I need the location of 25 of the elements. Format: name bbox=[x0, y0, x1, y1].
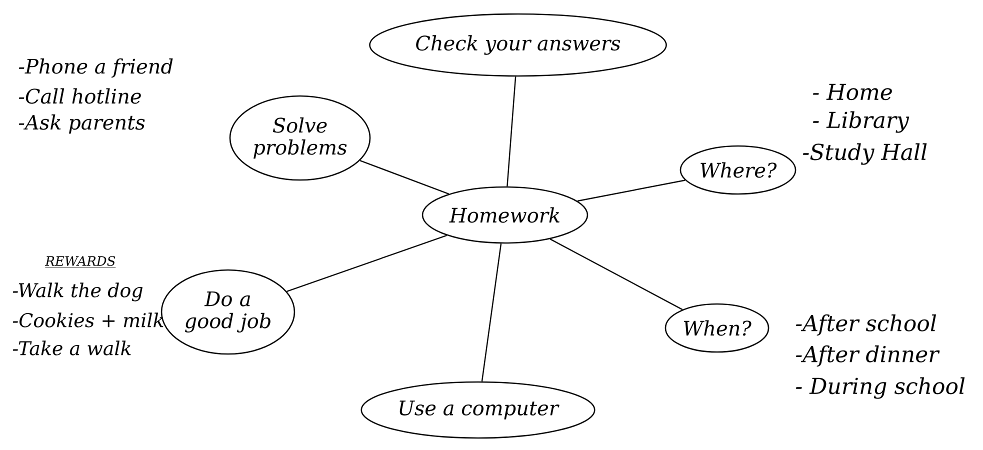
note-text: -Ask parents bbox=[18, 114, 145, 134]
connector-line bbox=[481, 244, 502, 382]
bubble: Homework bbox=[422, 186, 588, 244]
note-text: REWARDS bbox=[45, 256, 116, 268]
note-text: - Library bbox=[813, 111, 910, 133]
note-text: -Call hotline bbox=[18, 88, 141, 104]
note-text: -Study Hall bbox=[803, 143, 927, 165]
note-text: -Cookies + milk bbox=[12, 312, 164, 328]
connector-line bbox=[506, 76, 516, 186]
bubble: Check your answers bbox=[369, 13, 667, 77]
note-text: -After school bbox=[796, 314, 936, 336]
bubble: When? bbox=[664, 303, 770, 353]
note-text: -Phone a friend bbox=[18, 58, 173, 78]
bubble: Where? bbox=[680, 145, 796, 195]
connector-line bbox=[577, 180, 686, 202]
connector-line bbox=[360, 160, 449, 194]
note-text: -After dinner bbox=[796, 345, 940, 367]
note-text: -Take a walk bbox=[12, 340, 131, 356]
bubble: Use a computer bbox=[360, 381, 596, 439]
connector-line bbox=[286, 234, 447, 292]
bubble: Solve problems bbox=[229, 95, 371, 181]
note-text: - During school bbox=[796, 377, 965, 399]
connector-line bbox=[550, 238, 683, 310]
note-text: - Home bbox=[813, 84, 892, 100]
note-text: -Walk the dog bbox=[12, 282, 143, 302]
